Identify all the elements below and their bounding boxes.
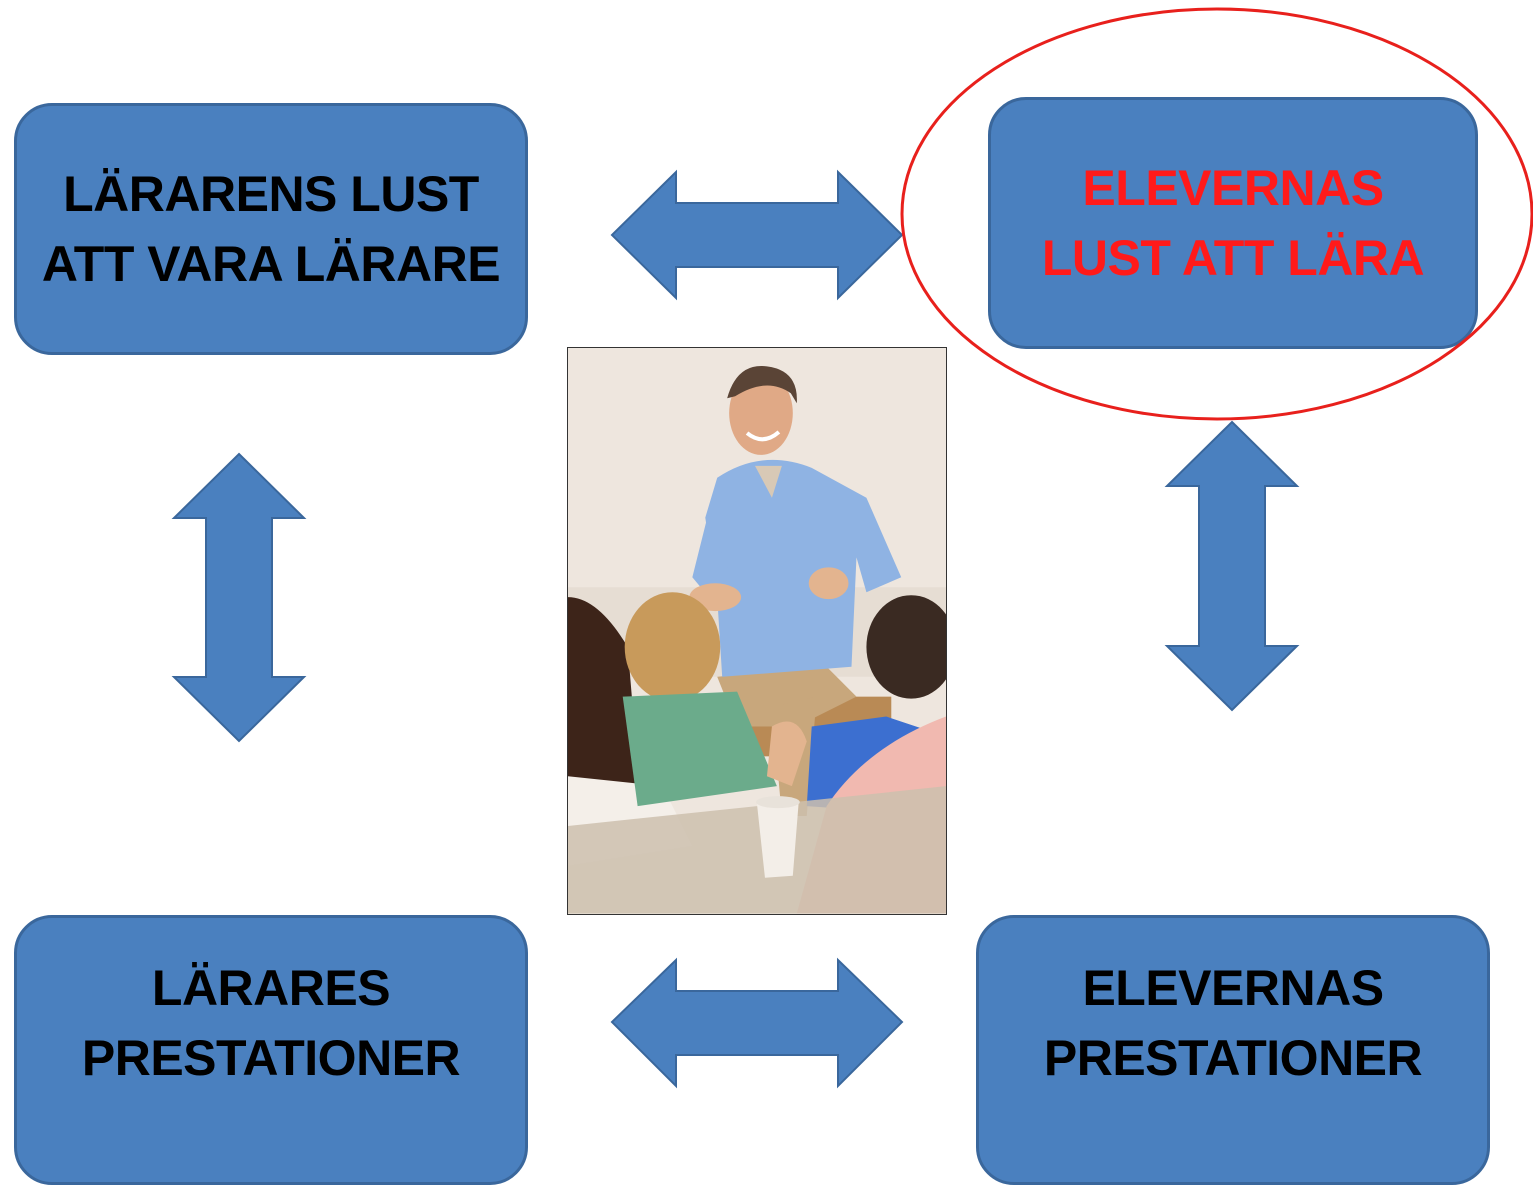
box-text-line: ELEVERNAS — [1082, 959, 1384, 1016]
box-text-line: PRESTATIONER — [81, 1029, 461, 1086]
left-vertical-double-arrow — [171, 452, 307, 743]
box-text-line: ATT VARA LÄRARE — [41, 236, 501, 292]
box-text-line: LÄRARENS LUST — [63, 166, 479, 222]
box-text-line: ELEVERNAS — [1082, 160, 1384, 216]
box-text-line: LÄRARES — [151, 959, 391, 1016]
top-horizontal-double-arrow — [610, 169, 904, 301]
box-elevernas-prestationer: ELEVERNAS PRESTATIONER — [976, 915, 1490, 1185]
box-lararens-lust: LÄRARENS LUST ATT VARA LÄRARE — [14, 103, 528, 355]
box-text-line: LUST ATT LÄRA — [1041, 230, 1425, 286]
box-text-line: PRESTATIONER — [1043, 1029, 1423, 1086]
box-elevernas-lust: ELEVERNAS LUST ATT LÄRA — [988, 97, 1478, 349]
box-larares-prestationer: LÄRARES PRESTATIONER — [14, 915, 528, 1185]
bottom-horizontal-double-arrow — [610, 957, 904, 1089]
teacher-with-students-photo — [567, 347, 947, 915]
right-vertical-double-arrow — [1164, 420, 1300, 712]
